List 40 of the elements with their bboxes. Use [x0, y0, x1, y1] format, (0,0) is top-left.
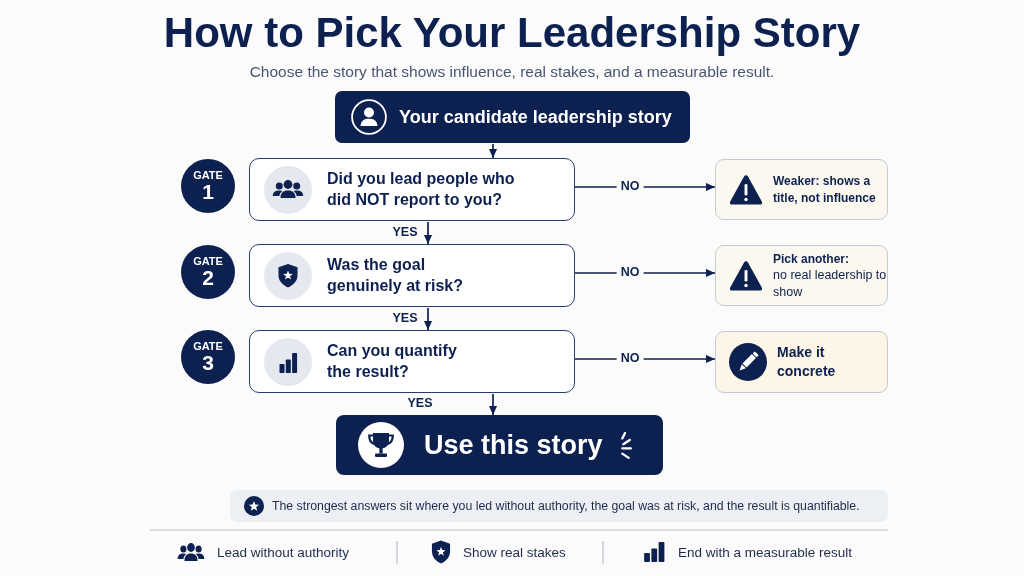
edge-label: NO	[616, 351, 644, 365]
question-box	[249, 244, 575, 307]
question-text: Was the goal genuinely at risk?	[327, 254, 465, 296]
note-banner	[230, 490, 888, 522]
gate-number: 1	[202, 181, 214, 203]
outcome-box	[715, 159, 888, 220]
gate-number: 2	[202, 267, 214, 289]
gate-label: GATE	[193, 169, 223, 181]
gate-badge	[181, 245, 235, 299]
outcome-box	[715, 331, 888, 393]
arrow	[488, 143, 498, 159]
legend-text: Show real stakes	[463, 544, 566, 560]
start-text: Your candidate leadership story	[399, 106, 672, 128]
note-text: The strongest answers sit where you led without authority, the goal was at risk, and the result is quantifiable.	[272, 499, 860, 513]
result-box	[336, 415, 663, 475]
outcome-box	[715, 245, 888, 306]
edge-label: NO	[616, 179, 644, 193]
gate-label: GATE	[193, 255, 223, 267]
gate-number: 3	[202, 352, 214, 374]
gate-badge	[181, 159, 235, 213]
gate-badge	[181, 330, 235, 384]
question-box	[249, 330, 575, 393]
arrow	[423, 221, 433, 245]
gate-label: GATE	[193, 340, 223, 352]
outcome-heading: Weaker: shows a title, not influence	[773, 173, 877, 206]
question-text: Can you quantify the result?	[327, 340, 458, 382]
title: How to Pick Your Leadership Story	[163, 9, 861, 56]
start-box	[335, 91, 690, 143]
question-text: Did you lead people who did NOT report to you?	[327, 168, 516, 210]
legend-text: Lead without authority	[217, 544, 350, 560]
arrow	[423, 307, 433, 331]
arrow	[488, 393, 498, 416]
subtitle: Choose the story that shows influence, real stakes, and a measurable result.	[249, 63, 775, 81]
outcome-text: Make it concrete	[777, 343, 837, 381]
result-text: Use this story	[424, 429, 603, 461]
legend-text: End with a measurable result	[678, 544, 853, 560]
edge-label: NO	[616, 265, 644, 279]
outcome-text: no real leadership to show	[773, 266, 887, 301]
question-box	[249, 158, 575, 221]
outcome-heading: Pick another:	[773, 250, 851, 267]
